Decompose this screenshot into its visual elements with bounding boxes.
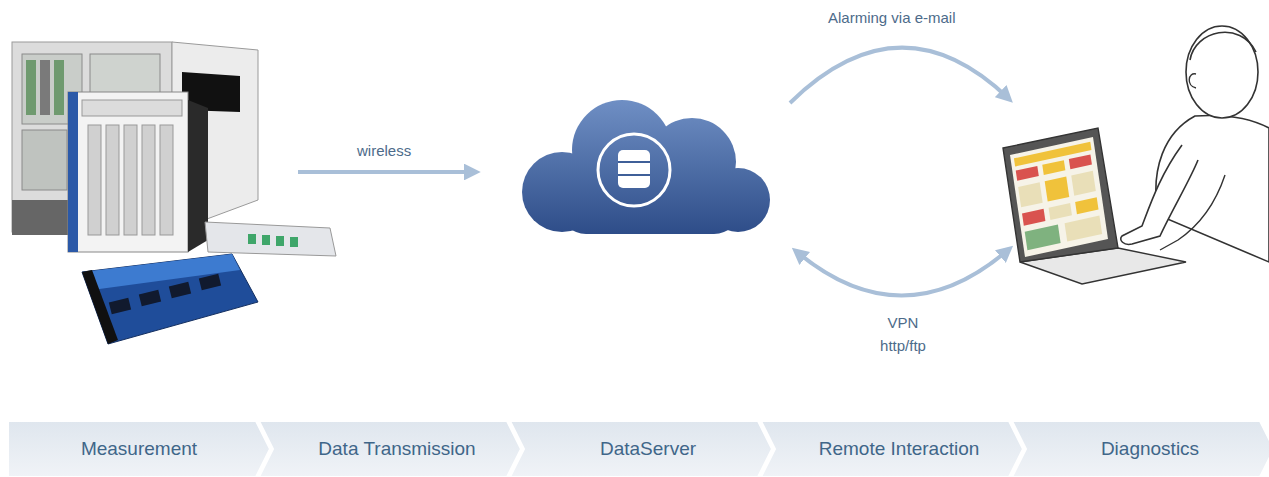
person [1190,32,1256,60]
cloud-server [618,150,650,188]
person [1121,145,1198,244]
amplifier-box [290,237,298,247]
stage-label: Diagnostics [1101,438,1199,461]
rack-device [68,92,188,252]
rack-device [160,125,173,235]
laptop [1045,176,1070,201]
measurement-module [139,290,161,306]
laptop [1003,128,1186,284]
laptop [1065,216,1103,242]
measurement-module [169,282,191,298]
laptop [1049,203,1072,220]
cabinet [26,60,36,115]
chevron-outline [761,421,1023,477]
wireless-arrow [298,170,474,174]
laptop [1010,137,1108,257]
amplifier-box [248,234,256,244]
cabinet [90,54,160,94]
measurement-module [199,274,221,290]
cloud-server [522,100,770,234]
vpn-arrow [797,250,1008,296]
rack-device [68,92,78,252]
laptop [1069,154,1092,169]
cabinet [22,130,67,190]
alarm-arrow [790,48,1008,103]
measurement-module [82,270,118,344]
amplifier-box [262,235,270,245]
laptop [1025,225,1061,251]
cloud-server [618,174,650,176]
chevron-outline [1012,421,1269,477]
measurement-module [82,254,258,344]
measurement-module [82,254,258,344]
rack-device [124,125,137,235]
rack-device [68,92,208,252]
laptop [1075,197,1098,214]
rack-device [188,100,208,252]
cloud-server [598,134,670,206]
link-label: wireless [357,140,411,163]
laptop [1022,209,1045,226]
person [1186,26,1258,118]
laptop [1018,182,1043,207]
stage-label: Data Transmission [318,438,475,461]
person [1121,26,1269,262]
measurement-module [109,298,131,314]
rack-device [142,125,155,235]
rack-device [88,125,101,235]
person [1189,74,1196,88]
cloud-server [560,180,740,234]
person [1160,175,1225,250]
link-label: Alarming via e-mail [828,7,956,30]
stage-label: Measurement [81,438,197,461]
laptop [1071,171,1096,196]
laptop [1010,137,1108,257]
process-chevron: Diagnostics [1012,421,1269,477]
chevron-outline [8,421,270,477]
stage-label: Remote Interaction [819,438,980,461]
process-chevron: Measurement [8,421,270,477]
process-chevron: Data Transmission [259,421,521,477]
stage-label: DataServer [600,438,696,461]
cabinet [40,60,50,115]
process-chevron: DataServer [510,421,772,477]
chevron-outline [259,421,521,477]
laptop [1016,166,1039,181]
laptop [1003,128,1118,262]
chevron-outline [510,421,772,477]
rack-device [106,125,119,235]
link-label: VPN http/ftp [873,312,933,357]
rack-device [82,100,182,116]
amplifier-box [205,222,336,256]
cabinet [12,42,258,235]
measurement-module [82,254,240,290]
process-chevron: Remote Interaction [761,421,1023,477]
amplifier-box [276,236,284,246]
cabinet [54,60,64,115]
amplifier-box [205,222,336,256]
laptop [1042,160,1065,175]
cloud-server [618,161,650,163]
